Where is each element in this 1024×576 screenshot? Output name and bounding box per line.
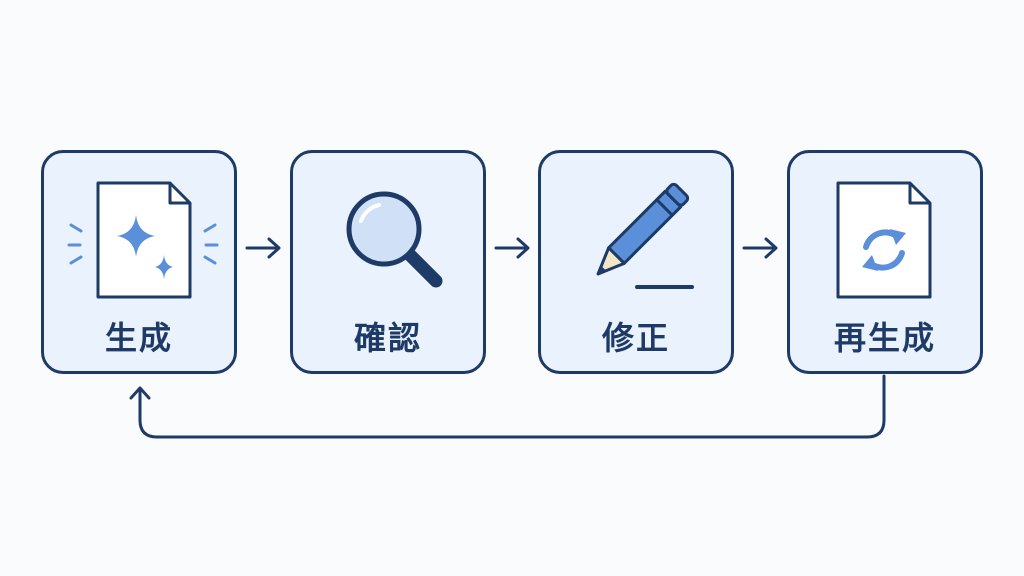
step-label: 再生成 bbox=[833, 319, 936, 357]
refresh-document-icon bbox=[836, 181, 932, 299]
step-generate: 生成 bbox=[41, 150, 237, 374]
arrow-1-to-2 bbox=[245, 237, 281, 259]
step-fix: 修正 bbox=[538, 150, 734, 374]
step-label: 修正 bbox=[601, 319, 670, 357]
step-label: 確認 bbox=[353, 319, 422, 357]
step-regenerate: 再生成 bbox=[787, 150, 983, 374]
arrow-2-to-3 bbox=[494, 237, 530, 259]
feedback-loop-arrow bbox=[129, 374, 886, 439]
arrow-3-to-4 bbox=[742, 237, 778, 259]
magnifier-icon bbox=[346, 191, 443, 288]
step-review: 確認 bbox=[290, 150, 486, 374]
sparkle-document-icon bbox=[67, 181, 219, 299]
pencil-icon bbox=[596, 182, 694, 289]
step-label: 生成 bbox=[104, 319, 173, 357]
